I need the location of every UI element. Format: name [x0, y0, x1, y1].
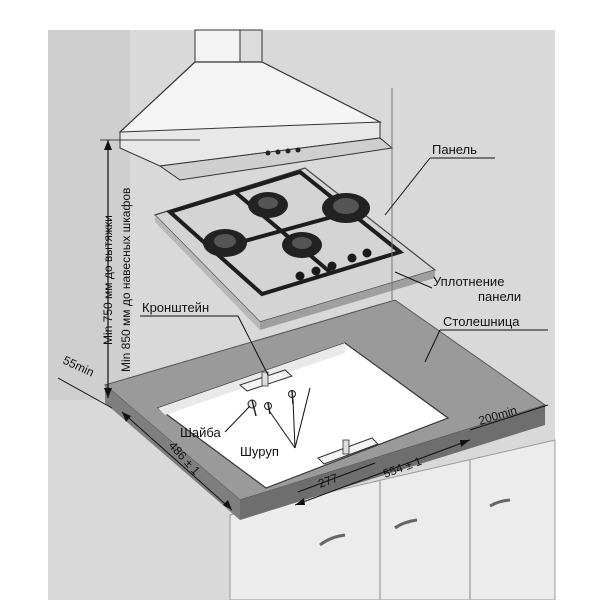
- dim-bracket-offset: 277: [316, 471, 340, 491]
- right-clearance-line: [469, 404, 549, 431]
- label-screw: Шуруп: [240, 444, 279, 459]
- height-dim-arrow-top: [104, 140, 112, 150]
- cabinet-handle-3: [489, 498, 511, 508]
- bracket-bottom-stem: [342, 439, 350, 455]
- countertop-left-edge: [105, 385, 240, 520]
- panel-leader: [384, 157, 431, 216]
- left-clearance-line: [57, 377, 113, 409]
- label-panel: Панель: [432, 142, 477, 157]
- screw-leader-3: [294, 387, 311, 449]
- width-arrow-2: [460, 440, 470, 447]
- label-bracket: Кронштейн: [142, 300, 209, 315]
- burner-1: [203, 229, 247, 257]
- cutout-inner-wall: [158, 343, 345, 415]
- cabinet-handle-2: [394, 518, 418, 530]
- label-washer: Шайба: [180, 425, 222, 440]
- depth-dim-line: [121, 411, 233, 511]
- wall-shade: [48, 30, 130, 400]
- width-dim-line: [294, 439, 471, 506]
- washer-leader: [224, 405, 251, 433]
- screw-2: [267, 402, 271, 415]
- hob-seal: [155, 215, 260, 330]
- label-seal-line1: Уплотнение: [433, 274, 504, 289]
- width-arrow-1: [295, 498, 305, 505]
- bracket-top-stem: [261, 371, 269, 387]
- offset-dim-line: [297, 462, 376, 493]
- burner-3: [282, 232, 322, 258]
- hood-buttons: [265, 147, 301, 156]
- countertop-leader: [424, 329, 441, 363]
- burner-2: [248, 192, 288, 218]
- dim-min-hood: Min 750 мм до вытяжки: [101, 215, 115, 345]
- height-dim-arrow-bottom: [104, 388, 112, 398]
- cabinet-front: [229, 439, 556, 600]
- seal-leader: [394, 271, 433, 289]
- hob-knobs: [295, 248, 372, 281]
- bracket-leader-2: [237, 315, 269, 376]
- screw-1: [251, 399, 257, 417]
- label-countertop: Столешница: [443, 314, 520, 329]
- dim-min-cabinets: Min 850 мм до навесных шкафов: [119, 188, 133, 372]
- hob-edge: [260, 270, 435, 330]
- label-seal-line2: панели: [478, 289, 521, 304]
- depth-arrow-2: [223, 500, 232, 510]
- countertop-edge: [240, 405, 545, 520]
- screw-leader-2: [292, 399, 296, 449]
- depth-arrow-1: [122, 412, 131, 422]
- burner-4: [322, 193, 370, 223]
- cabinet-handle: [319, 533, 346, 547]
- screw-leader-1: [269, 411, 296, 449]
